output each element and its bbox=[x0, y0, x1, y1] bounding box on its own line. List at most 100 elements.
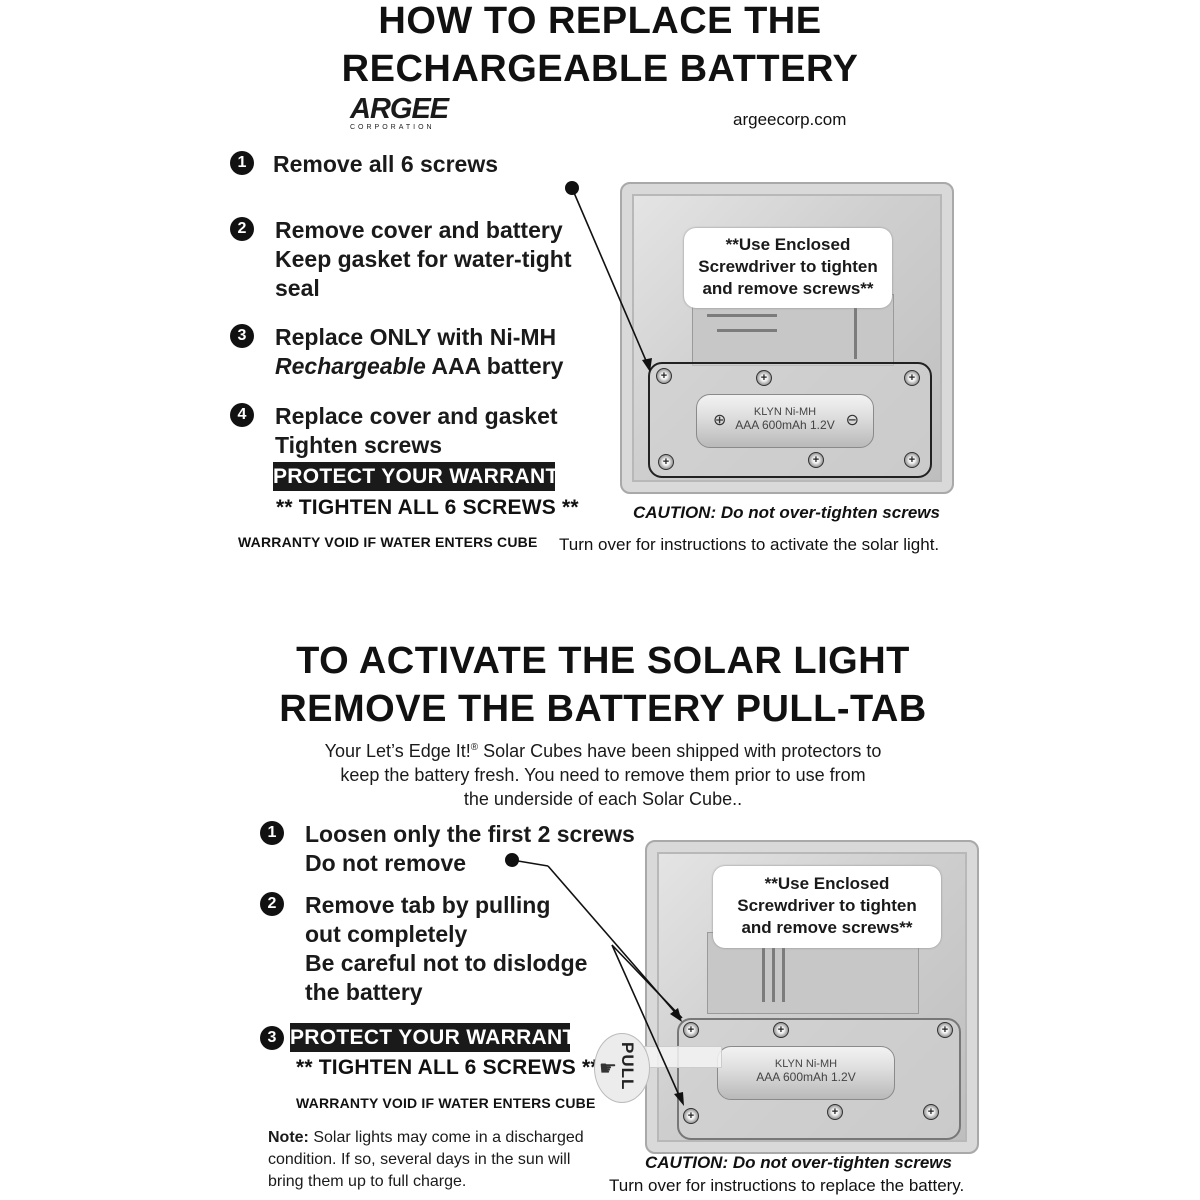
part2-warranty-void: WARRANTY VOID IF WATER ENTERS CUBE bbox=[296, 1095, 596, 1111]
note-line: and remove screws** bbox=[702, 279, 874, 298]
step-number: 2 bbox=[230, 217, 254, 241]
step-line: out completely bbox=[305, 921, 468, 947]
circuit-trace bbox=[762, 942, 765, 1002]
step-text: Replace cover and gasket Tighten screws bbox=[275, 402, 558, 460]
website: argeecorp.com bbox=[733, 110, 847, 129]
pointer-line bbox=[611, 944, 683, 1103]
part2-cube-photo: **Use Enclosed Screwdriver to tighten an… bbox=[645, 840, 979, 1154]
circuit-trace bbox=[717, 329, 777, 332]
screw-icon: + bbox=[756, 370, 772, 386]
part2-turn-over: Turn over for instructions to replace th… bbox=[609, 1176, 965, 1195]
argee-logo: ARGEE CORPORATION bbox=[350, 94, 450, 134]
step-line: the battery bbox=[305, 979, 423, 1005]
pointer-line bbox=[611, 944, 683, 1019]
step-line: Keep gasket for water-tight bbox=[275, 246, 572, 272]
step-line: Do not remove bbox=[305, 850, 467, 876]
circuit-trace bbox=[782, 942, 785, 1002]
part2-caution: CAUTION: Do not over-tighten screws bbox=[645, 1153, 952, 1172]
step-text: Replace ONLY with Ni-MH Rechargeable AAA… bbox=[275, 323, 563, 381]
pull-label: PULL bbox=[618, 1042, 637, 1091]
note-line: **Use Enclosed bbox=[764, 874, 890, 893]
pointer-line bbox=[511, 859, 549, 867]
note-line: bring them up to full charge. bbox=[268, 1173, 467, 1190]
part1-title-line1: HOW TO REPLACE THE bbox=[378, 0, 822, 42]
battery-label-line: AAA 600mAh 1.2V bbox=[756, 1070, 856, 1084]
note-line: Screwdriver to tighten bbox=[698, 257, 878, 276]
battery: ⊕ ⊖ KLYN Ni-MH AAA 600mAh 1.2V bbox=[696, 394, 874, 448]
part2-title-line1: TO ACTIVATE THE SOLAR LIGHT bbox=[296, 640, 910, 682]
part2-note: Note: Solar lights may come in a dischar… bbox=[268, 1127, 584, 1193]
part1-caution: CAUTION: Do not over-tighten screws bbox=[633, 503, 940, 522]
note-rest: Solar lights may come in a discharged bbox=[308, 1129, 584, 1146]
argee-logo-sub: CORPORATION bbox=[350, 124, 435, 131]
battery: KLYN Ni-MH AAA 600mAh 1.2V bbox=[717, 1046, 895, 1100]
step-line: seal bbox=[275, 275, 320, 301]
screw-icon: + bbox=[808, 452, 824, 468]
battery-label-line: KLYN Ni-MH bbox=[753, 406, 817, 418]
plus-icon: ⊕ bbox=[713, 412, 727, 429]
part2-warranty-banner: PROTECT YOUR WARRANTY! bbox=[290, 1023, 597, 1052]
step-line-italic: Rechargeable bbox=[275, 353, 426, 379]
intro-line: keep the battery fresh. You need to remo… bbox=[340, 765, 866, 785]
screw-icon: + bbox=[923, 1104, 939, 1120]
intro-line: Your Let’s Edge It!® Solar Cubes have be… bbox=[0, 736, 1200, 763]
part1-cube-photo: **Use Enclosed Screwdriver to tighten an… bbox=[620, 182, 954, 494]
part2-note-box: **Use Enclosed Screwdriver to tighten an… bbox=[713, 866, 941, 948]
intro-line: the underside of each Solar Cube.. bbox=[463, 789, 743, 809]
part1-tighten-note: ** TIGHTEN ALL 6 SCREWS ** bbox=[276, 496, 579, 519]
part1-warranty-void: WARRANTY VOID IF WATER ENTERS CUBE bbox=[238, 534, 538, 550]
circuit-trace bbox=[707, 314, 777, 317]
intro-pre: Your Let’s Edge It! bbox=[324, 741, 471, 761]
step-text: Remove all 6 screws bbox=[273, 151, 499, 177]
screw-icon: + bbox=[827, 1104, 843, 1120]
pull-tab[interactable]: ☛ PULL bbox=[594, 1033, 650, 1103]
pointer-line bbox=[571, 187, 651, 371]
part1-turn-over: Turn over for instructions to activate t… bbox=[559, 535, 940, 554]
note-line: condition. If so, several days in the su… bbox=[268, 1151, 571, 1168]
circuit-trace bbox=[772, 942, 775, 1002]
part2-tighten-note: ** TIGHTEN ALL 6 SCREWS ** bbox=[296, 1056, 599, 1079]
note-line: **Use Enclosed bbox=[725, 235, 851, 254]
step-line: Loosen only the first 2 screws bbox=[305, 821, 635, 847]
step-number: 4 bbox=[230, 403, 254, 427]
step-text: Remove tab by pulling out completely Be … bbox=[305, 891, 587, 1007]
pointer-arrow-icon bbox=[674, 1092, 684, 1106]
step-line-rest: AAA battery bbox=[425, 353, 564, 379]
screw-icon: + bbox=[658, 454, 674, 470]
step-number: 1 bbox=[260, 821, 284, 845]
pointer-arrow-icon bbox=[670, 1008, 682, 1022]
pointing-hand-icon: ☛ bbox=[599, 1058, 617, 1080]
part1-title-line2: RECHARGEABLE BATTERY bbox=[341, 48, 859, 90]
screw-icon: + bbox=[773, 1022, 789, 1038]
screw-icon: + bbox=[683, 1108, 699, 1124]
step-line: Be careful not to dislodge bbox=[305, 950, 588, 976]
part1-note-box: **Use Enclosed Screwdriver to tighten an… bbox=[684, 228, 892, 308]
minus-icon: ⊖ bbox=[845, 412, 859, 429]
step-line: Remove tab by pulling bbox=[305, 892, 551, 918]
step-number: 2 bbox=[260, 892, 284, 916]
screw-icon: + bbox=[904, 452, 920, 468]
screw-icon: + bbox=[904, 370, 920, 386]
registered-mark: ® bbox=[470, 742, 479, 753]
note-line: Screwdriver to tighten bbox=[737, 896, 917, 915]
note-line: and remove screws** bbox=[741, 918, 913, 937]
pointer-arrow-icon bbox=[642, 358, 652, 372]
screw-icon: + bbox=[937, 1022, 953, 1038]
step-text: Loosen only the first 2 screws Do not re… bbox=[305, 820, 635, 878]
part2-intro: Your Let’s Edge It!® Solar Cubes have be… bbox=[0, 736, 1200, 811]
note-bold: Note: bbox=[268, 1129, 309, 1146]
step-line: Rechargeable AAA battery bbox=[275, 352, 563, 381]
part2-title-line2: REMOVE THE BATTERY PULL-TAB bbox=[279, 688, 927, 730]
part1-warranty-banner: PROTECT YOUR WARRANTY! bbox=[273, 462, 580, 491]
circuit-trace bbox=[854, 299, 857, 359]
step-line: Replace cover and gasket bbox=[275, 403, 558, 429]
intro-post: Solar Cubes have been shipped with prote… bbox=[478, 741, 882, 761]
step-line: Replace ONLY with Ni-MH bbox=[275, 324, 557, 350]
step-number: 1 bbox=[230, 151, 254, 175]
step-line: Remove cover and battery bbox=[275, 217, 563, 243]
battery-label-line: AAA 600mAh 1.2V bbox=[735, 418, 835, 432]
screw-icon: + bbox=[656, 368, 672, 384]
step-text: Remove cover and battery Keep gasket for… bbox=[275, 216, 572, 303]
note-line: Note: Solar lights may come in a dischar… bbox=[268, 1127, 584, 1149]
